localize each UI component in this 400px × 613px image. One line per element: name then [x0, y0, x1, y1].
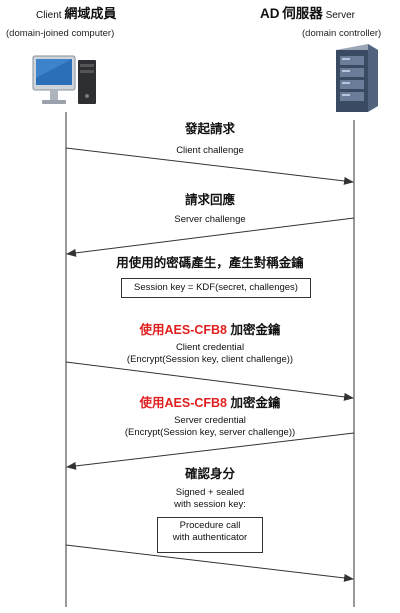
step5-title-black: 加密金鑰: [230, 396, 281, 410]
server-label-en: Server: [325, 10, 356, 21]
step4-note1: Client credential: [175, 342, 245, 353]
step4-title: 使用AES-CFB8 加密金鑰: [139, 323, 280, 337]
server-label-cn: 伺服器: [282, 6, 323, 21]
step3-title: 用使用的密碼產生，產生對稱金鑰: [116, 256, 304, 270]
server-rack-icon: [336, 44, 378, 112]
step6-note1: Signed + sealed: [175, 487, 245, 498]
session-key-box: Session key = KDF(secret, challenges): [121, 278, 311, 298]
arrow-client-challenge: [65, 147, 354, 185]
step2-title: 請求回應: [184, 193, 236, 207]
step5-note1: Server credential: [174, 415, 246, 426]
step1-note: Client challenge: [176, 145, 244, 156]
step6-title: 確認身分: [184, 467, 236, 481]
arrow-client-credential: [65, 361, 354, 401]
client-header: Client 網域成員: [36, 6, 117, 22]
step1-title: 發起請求: [184, 122, 236, 136]
server-label-ad: AD: [260, 6, 280, 21]
step4-title-black: 加密金鑰: [230, 323, 281, 337]
procedure-call-line2: with authenticator: [172, 532, 248, 543]
step5-title: 使用AES-CFB8 加密金鑰: [139, 396, 280, 410]
server-header: AD 伺服器 Server: [260, 6, 356, 22]
arrow-authenticated-call: [65, 544, 354, 582]
step4-note2: (Encrypt(Session key, client challenge)): [126, 354, 294, 365]
client-label-cn: 網域成員: [64, 6, 117, 21]
step4-title-red: 使用AES-CFB8: [139, 323, 228, 337]
arrow-server-challenge: [66, 217, 355, 257]
client-label-en: Client: [36, 10, 62, 21]
step5-note2: (Encrypt(Session key, server challenge)): [124, 427, 296, 438]
client-subtitle: (domain-joined computer): [6, 28, 115, 39]
server-subtitle: (domain controller): [302, 28, 382, 39]
step2-note: Server challenge: [174, 214, 246, 225]
procedure-call-box: Procedure call with authenticator: [157, 517, 263, 553]
procedure-call-line1: Procedure call: [179, 520, 241, 531]
step5-title-red: 使用AES-CFB8: [139, 396, 228, 410]
step6-note2: with session key:: [174, 499, 246, 510]
client-computer-icon: [32, 55, 96, 104]
arrow-server-credential: [66, 432, 355, 470]
